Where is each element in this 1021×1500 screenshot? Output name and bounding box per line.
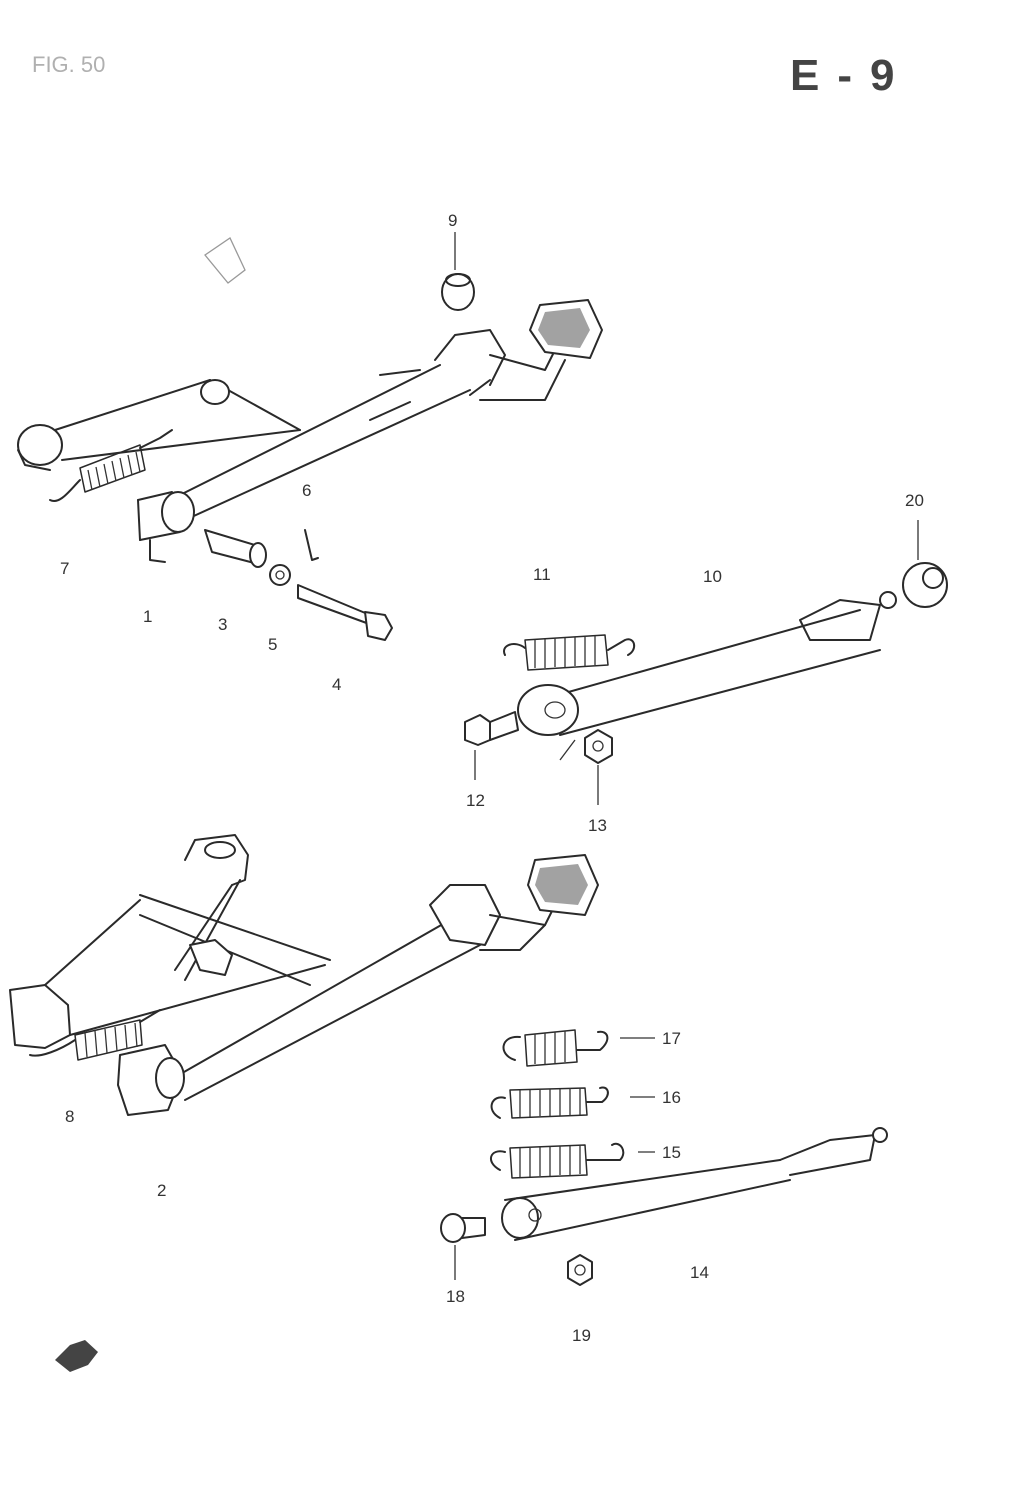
side-stand-lower bbox=[440, 1127, 888, 1286]
pedal-rubber-top bbox=[529, 299, 603, 359]
label-part-3: 3 bbox=[218, 615, 227, 634]
label-part-6: 6 bbox=[302, 481, 311, 500]
main-stand-lower bbox=[9, 834, 599, 1116]
label-part-20: 20 bbox=[905, 491, 924, 510]
label-part-9: 9 bbox=[448, 211, 457, 230]
region-code: E-9 bbox=[790, 51, 912, 100]
return-spring-top bbox=[49, 429, 173, 502]
part-9-cap bbox=[441, 232, 475, 311]
label-part-12: 12 bbox=[466, 791, 485, 810]
label-part-4: 4 bbox=[332, 675, 341, 694]
label-part-19: 19 bbox=[572, 1326, 591, 1345]
label-part-11: 11 bbox=[533, 565, 551, 584]
label-part-2: 2 bbox=[157, 1181, 166, 1200]
side-stand-upper bbox=[464, 520, 948, 805]
spring-15 bbox=[490, 1142, 655, 1179]
label-part-16: 16 bbox=[662, 1088, 681, 1107]
label-part-10: 10 bbox=[703, 567, 722, 586]
spring-17 bbox=[502, 1029, 655, 1067]
figure-number: FIG. 50 bbox=[32, 52, 105, 77]
label-part-14: 14 bbox=[690, 1263, 709, 1282]
label-part-7: 7 bbox=[60, 559, 69, 578]
label-part-15: 15 bbox=[662, 1143, 681, 1162]
label-part-17: 17 bbox=[662, 1029, 681, 1048]
label-part-5: 5 bbox=[268, 635, 277, 654]
main-stand-upper bbox=[17, 237, 603, 563]
label-part-18: 18 bbox=[446, 1287, 465, 1306]
label-part-1: 1 bbox=[143, 607, 152, 626]
label-part-13: 13 bbox=[588, 816, 607, 835]
pivot-hardware bbox=[204, 529, 393, 641]
label-part-8: 8 bbox=[65, 1107, 74, 1126]
logo-mark bbox=[55, 1340, 98, 1372]
spring-16 bbox=[490, 1086, 655, 1119]
